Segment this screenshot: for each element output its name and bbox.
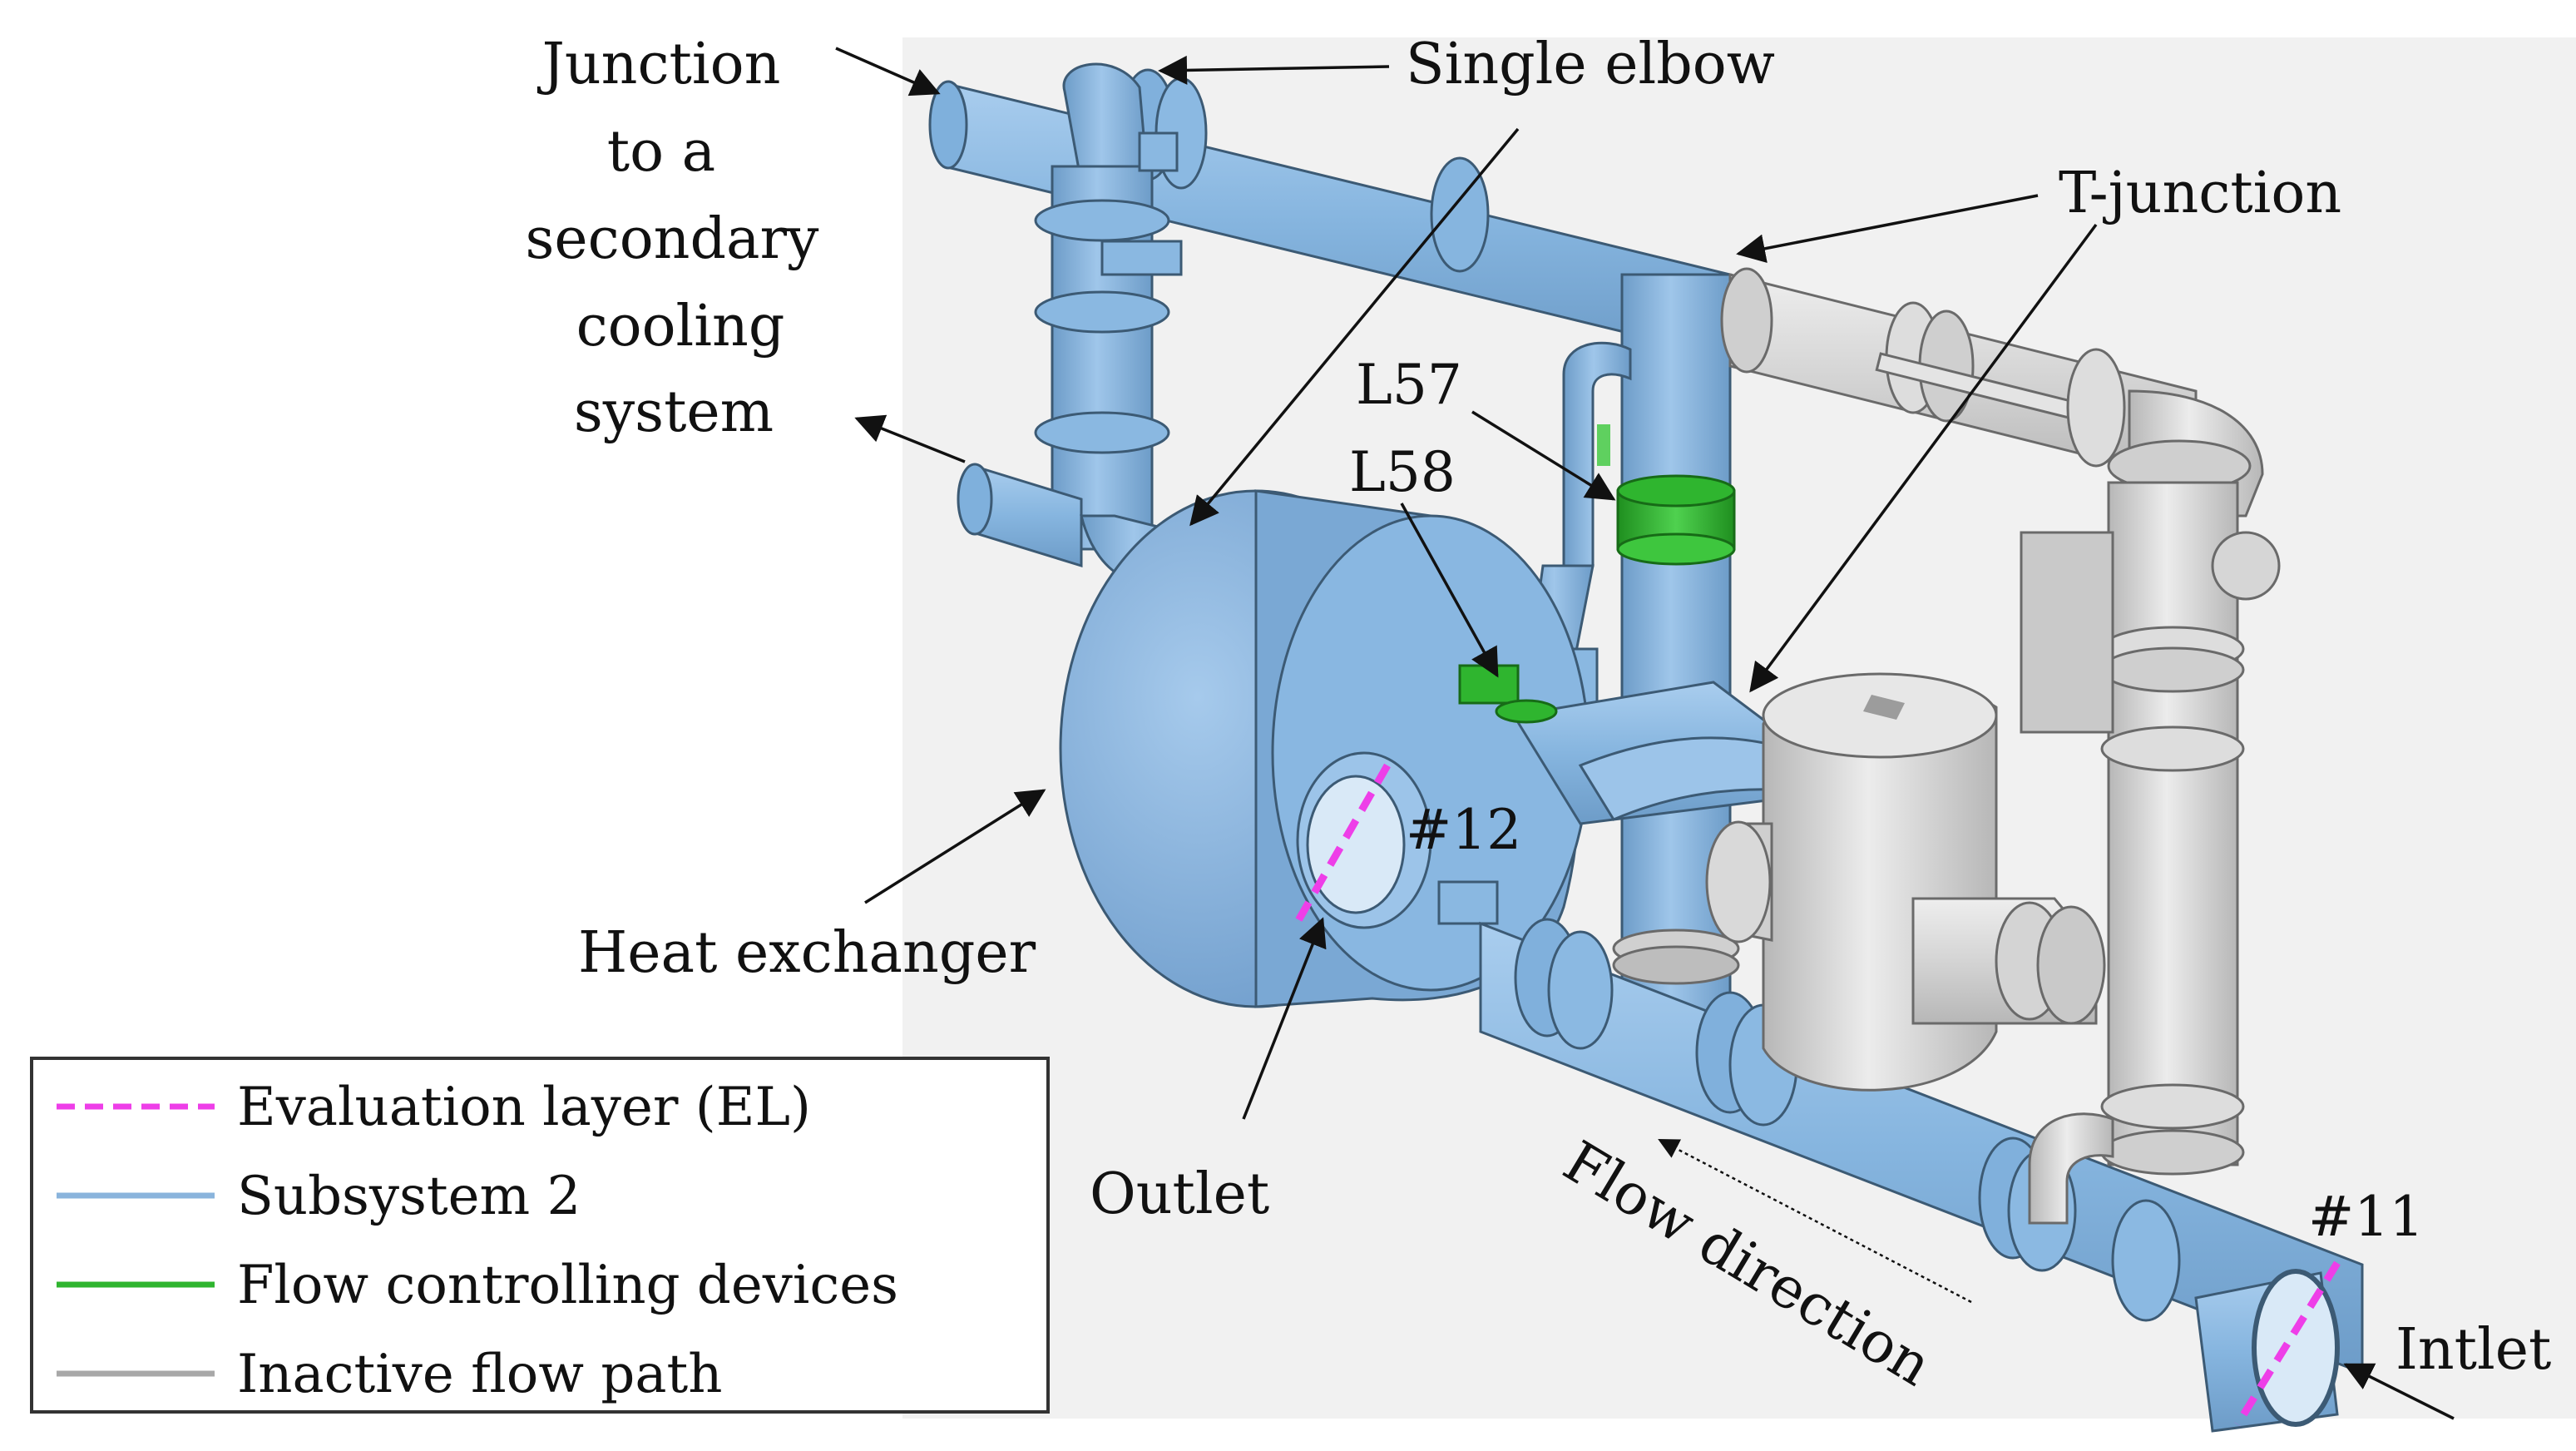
legend-label: Inactive flow path bbox=[237, 1344, 722, 1405]
label-heat-exchanger: Heat exchanger bbox=[578, 920, 1036, 986]
arrow-l58 bbox=[1400, 503, 1499, 678]
arrow-inlet bbox=[2343, 1363, 2455, 1420]
legend-label: Flow controlling devices bbox=[237, 1255, 898, 1316]
legend-box bbox=[30, 1057, 1050, 1414]
legend: Evaluation layer (EL) Subsystem 2 Flow con… bbox=[30, 1057, 1050, 1414]
arrow-single-elbow-top bbox=[1158, 55, 1390, 85]
label-l58: L58 bbox=[1349, 440, 1456, 504]
inactive-flow-path bbox=[1705, 267, 2281, 1225]
label-junction-line5: system bbox=[574, 379, 774, 445]
label-junction-line3: secondary bbox=[526, 206, 820, 272]
arrow-t-junction-top bbox=[1736, 194, 2039, 264]
arrow-l57 bbox=[1471, 410, 1616, 501]
label-single-elbow: Single elbow bbox=[1406, 32, 1775, 97]
label-l57: L57 bbox=[1356, 353, 1462, 417]
label-junction-line1: Junction bbox=[537, 32, 781, 97]
legend-label: Evaluation layer (EL) bbox=[237, 1077, 811, 1138]
inlet-opening bbox=[2252, 1269, 2340, 1427]
evaluation-layer-11 bbox=[2234, 1260, 2341, 1427]
outlet-opening bbox=[1306, 775, 1406, 914]
label-el-12: #12 bbox=[1406, 798, 1521, 862]
valve-l58 bbox=[1458, 664, 1520, 705]
annotation-arrows bbox=[835, 47, 2455, 1420]
arrow-t-junction-bottom bbox=[1749, 223, 2098, 693]
arrow-heat-exchanger bbox=[864, 789, 1046, 904]
label-junction-line4: cooling bbox=[576, 294, 785, 359]
arrow-single-elbow-bottom bbox=[1189, 127, 1520, 527]
legend-label: Subsystem 2 bbox=[237, 1166, 581, 1227]
label-junction-line2: to a bbox=[607, 119, 715, 185]
flow-controlling-devices bbox=[1458, 424, 1736, 724]
arrow-junction-bottom bbox=[854, 414, 966, 463]
label-inlet: Intlet bbox=[2396, 1317, 2551, 1383]
arrow-outlet bbox=[1242, 917, 1327, 1120]
subsystem-2-pipes bbox=[928, 62, 2364, 1433]
label-el-11: #11 bbox=[2308, 1185, 2424, 1249]
arrow-flow-direction bbox=[1658, 1138, 1972, 1304]
label-outlet: Outlet bbox=[1090, 1161, 1269, 1227]
arrow-junction-top bbox=[835, 47, 941, 97]
label-t-junction: T-junction bbox=[2059, 161, 2341, 226]
